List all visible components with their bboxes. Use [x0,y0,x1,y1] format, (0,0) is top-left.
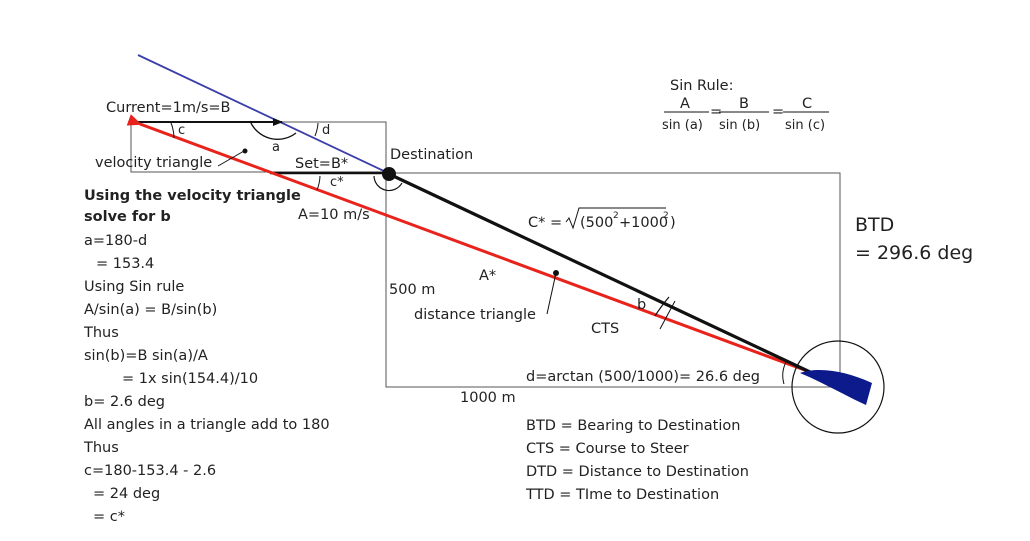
solution-line: Using Sin rule [84,279,184,295]
boat-icon [800,369,872,405]
cstar-body: (500 [580,215,613,231]
velocity-pointer-dot [242,148,248,154]
distance-box [385,172,841,388]
solution-line: Thus [83,440,119,456]
a-star-label: A* [479,268,496,284]
solution-line: sin(b)=B sin(a)/A [84,348,208,364]
sin-rule-title: Sin Rule: [670,78,733,94]
distance-triangle-label: distance triangle [414,307,536,323]
btd-value: = 296.6 deg [855,242,973,264]
cstar-mid: +1000 [619,215,668,231]
distance-pointer-line [546,272,557,315]
cts-label: CTS [591,321,619,337]
solution-heading-1: Using the velocity triangle [84,188,301,204]
angle-cstar-label: c* [330,175,344,190]
solution-line: = 1x sin(154.4)/10 [122,371,258,387]
solution-line: = c* [93,509,125,525]
angle-d-boat-arc [782,361,787,385]
angle-b-tick [659,300,676,330]
solution-line: b= 2.6 deg [84,394,165,410]
angle-cstar-arc [316,175,321,191]
angle-a-label: a [272,140,280,155]
sin-rule-num-c: C [802,96,812,112]
boat-circle [791,340,885,434]
cstar-end: ) [670,215,676,231]
cts-red-line [126,114,811,374]
destination-label: Destination [390,147,473,163]
legend-item: TTD = TIme to Destination [525,487,719,503]
sin-rule-eq2: = [772,104,784,120]
side-500-label: 500 m [389,282,435,298]
angle-c-arc [170,122,175,139]
solution-line: All angles in a triangle add to 180 [84,417,330,433]
btd-title: BTD [855,214,894,236]
speed-a-label: A=10 m/s [298,207,370,223]
sin-rule-den-c: sin (c) [785,118,825,133]
solution-line: a=180-d [84,233,147,249]
btd-black-line [388,172,811,374]
side-1000-label: 1000 m [460,390,516,406]
destination-dot [382,167,396,181]
sin-rule-den-a: sin (a) [662,118,703,133]
sqrt-sign [565,207,666,230]
cstar-sup1: 2 [613,211,619,221]
solution-line: = 24 deg [93,486,160,502]
sin-rule-den-b: sin (b) [719,118,760,133]
solution-line: A/sin(a) = B/sin(b) [84,302,217,318]
legend-item: DTD = Distance to Destination [526,464,749,480]
cstar-prefix: C* = [528,215,562,231]
legend-item: BTD = Bearing to Destination [526,418,740,434]
distance-pointer-dot [553,270,559,276]
velocity-pointer-line [217,150,245,167]
current-label: Current=1m/s=B [106,100,231,116]
d-formula-label: d=arctan (500/1000)= 26.6 deg [526,369,760,385]
angle-b-arc [654,296,670,317]
solution-line: Thus [83,325,119,341]
angle-c-label: c [178,123,185,138]
sin-rule-num-a: A [680,96,690,112]
angle-d-arc [314,122,319,137]
angle-d-label: d [322,123,330,138]
cstar-sup2: 2 [663,211,669,221]
angle-a-arc [249,120,297,140]
solution-heading-2: solve for b [84,209,171,225]
velocity-triangle-label: velocity triangle [95,155,212,171]
solution-line: c=180-153.4 - 2.6 [84,463,216,479]
angle-b-label: b [637,297,646,313]
destination-angle-arc [373,175,403,192]
sin-rule-eq1: = [710,104,722,120]
sin-rule-num-b: B [739,96,749,112]
legend-item: CTS = Course to Steer [526,441,689,457]
set-label: Set=B* [295,156,348,172]
blue-course-line [137,54,387,173]
solution-line: = 153.4 [96,256,154,272]
